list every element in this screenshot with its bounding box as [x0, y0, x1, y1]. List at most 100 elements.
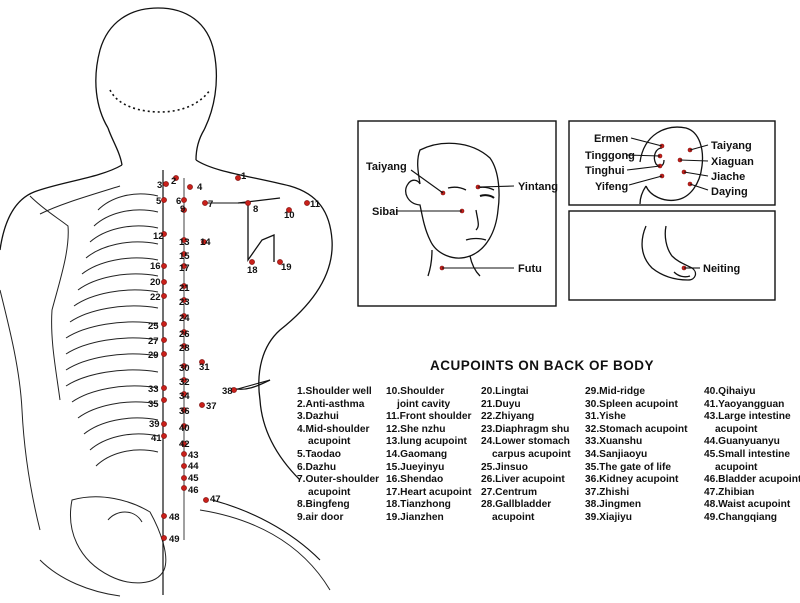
- acupoint-number-33: 33: [148, 384, 159, 395]
- rib: [93, 209, 159, 227]
- acupoint-16: [161, 263, 167, 269]
- torso-outline: [0, 164, 123, 251]
- legend-entry: 38.Jingmen: [585, 499, 642, 511]
- legend-entry: 27.Centrum: [481, 486, 538, 498]
- label-ear-taiyang: Taiyang: [711, 140, 752, 152]
- legend-entry: 3.Dazhui: [297, 411, 339, 423]
- label-tinggong: Tinggong: [585, 150, 635, 162]
- acupoint-24: [181, 313, 187, 319]
- acupoint-number-23: 23: [179, 297, 190, 308]
- legend-entry: 25.Jinsuo: [481, 461, 528, 473]
- legend-entry-continuation: acupoint: [492, 511, 535, 523]
- acupoint-number-47: 47: [210, 494, 221, 505]
- acupoint-number-19: 19: [281, 262, 292, 273]
- acupoint-number-9: 9: [180, 204, 185, 215]
- acupoint-number-34: 34: [179, 391, 190, 402]
- acupoint-14: [201, 239, 207, 245]
- acupoint-5: [161, 197, 167, 203]
- torso-right: [195, 159, 333, 481]
- legend-entry-continuation: acupoint: [715, 423, 758, 435]
- acupoint-15: [181, 251, 187, 257]
- legend-entry-continuation: carpus acupoint: [492, 448, 571, 460]
- acupoint-number-16: 16: [150, 261, 161, 272]
- acupoint-number-38: 38: [222, 386, 233, 397]
- legend-entry: 16.Shendao: [386, 474, 444, 486]
- acupoint-46: [181, 485, 187, 491]
- acupoint-number-46: 46: [188, 485, 199, 496]
- acupoint-number-39: 39: [149, 419, 160, 430]
- rib: [83, 417, 159, 435]
- acupoint-number-22: 22: [150, 292, 161, 303]
- acupoint-48: [161, 513, 167, 519]
- acupoint-7: [202, 200, 208, 206]
- acupoint-26: [181, 329, 187, 335]
- acupoint-11: [304, 200, 310, 206]
- legend-entry: 13.lung acupoint: [386, 436, 467, 448]
- rib: [65, 321, 159, 339]
- acupoint-number-18: 18: [247, 265, 258, 276]
- face-drawing: [405, 142, 500, 277]
- acupoint-38: [231, 387, 237, 393]
- acupoint-number-45: 45: [188, 473, 199, 484]
- legend-entry: 18.Tianzhong: [386, 499, 451, 511]
- label-daying: Daying: [711, 186, 748, 198]
- label-yifeng: Yifeng: [595, 181, 628, 193]
- acupoint-25: [161, 321, 167, 327]
- legend-entry: 2.Anti-asthma: [297, 398, 365, 410]
- legend-entry: 21.Duyu: [481, 398, 521, 410]
- label-sibai: Sibai: [372, 206, 398, 218]
- legend-entry: 46.Bladder acupoint: [704, 474, 800, 486]
- acupoint-number-27: 27: [148, 336, 159, 347]
- rib: [73, 289, 159, 307]
- acupoint-28: [181, 343, 187, 349]
- legend-entry: 35.The gate of life: [585, 461, 672, 473]
- acupoint-number-20: 20: [150, 277, 161, 288]
- acupoint-42: [181, 441, 187, 447]
- acupoint-36: [181, 407, 187, 413]
- legend-entry: 44.Guanyuanyu: [704, 436, 780, 448]
- acupoint-22: [161, 293, 167, 299]
- acupoint-number-24: 24: [179, 313, 190, 324]
- legend-entry: 40.Qihaiyu: [704, 386, 756, 397]
- legend-entry: 48.Waist acupoint: [704, 499, 791, 511]
- acupoint-number-15: 15: [179, 251, 190, 262]
- acupoint-number-30: 30: [179, 363, 190, 374]
- rib: [89, 433, 159, 451]
- acupoint-27: [161, 337, 167, 343]
- legend-entry: 41.Yaoyangguan: [704, 398, 785, 410]
- legend-entry: 17.Heart acupoint: [386, 486, 472, 498]
- acupoint-39: [161, 421, 167, 427]
- rib: [65, 337, 159, 355]
- acupoint-number-21: 21: [179, 283, 190, 294]
- acupoint-number-6: 6: [176, 196, 181, 207]
- acupoint-12: [161, 231, 167, 237]
- rib: [65, 369, 159, 387]
- legend-entry-continuation: acupoint: [308, 486, 351, 498]
- legend-entry: 14.Gaomang: [386, 448, 448, 460]
- label-neiting: Neiting: [703, 263, 740, 275]
- acupoint-45: [181, 475, 187, 481]
- acupoint-35: [161, 397, 167, 403]
- legend-title: ACUPOINTS ON BACK OF BODY: [430, 358, 655, 373]
- acupoint-9: [181, 207, 187, 213]
- hairline: [109, 89, 211, 113]
- legend-entry-continuation: joint cavity: [397, 398, 451, 410]
- rib-cage: [65, 193, 159, 467]
- legend-entry: 22.Zhiyang: [481, 411, 535, 423]
- acupoint-33: [161, 385, 167, 391]
- legend-entry: 47.Zhibian: [704, 486, 755, 498]
- acupoint-number-40: 40: [179, 423, 190, 434]
- acupoint-19: [277, 259, 283, 265]
- acupoint-3: [163, 181, 169, 187]
- acupoint-number-14: 14: [200, 237, 211, 248]
- acupoint-number-11: 11: [310, 199, 321, 210]
- rib: [71, 385, 159, 403]
- legend-entry-continuation: acupoint: [715, 461, 758, 473]
- face-panel: [357, 120, 557, 307]
- rib: [65, 353, 159, 371]
